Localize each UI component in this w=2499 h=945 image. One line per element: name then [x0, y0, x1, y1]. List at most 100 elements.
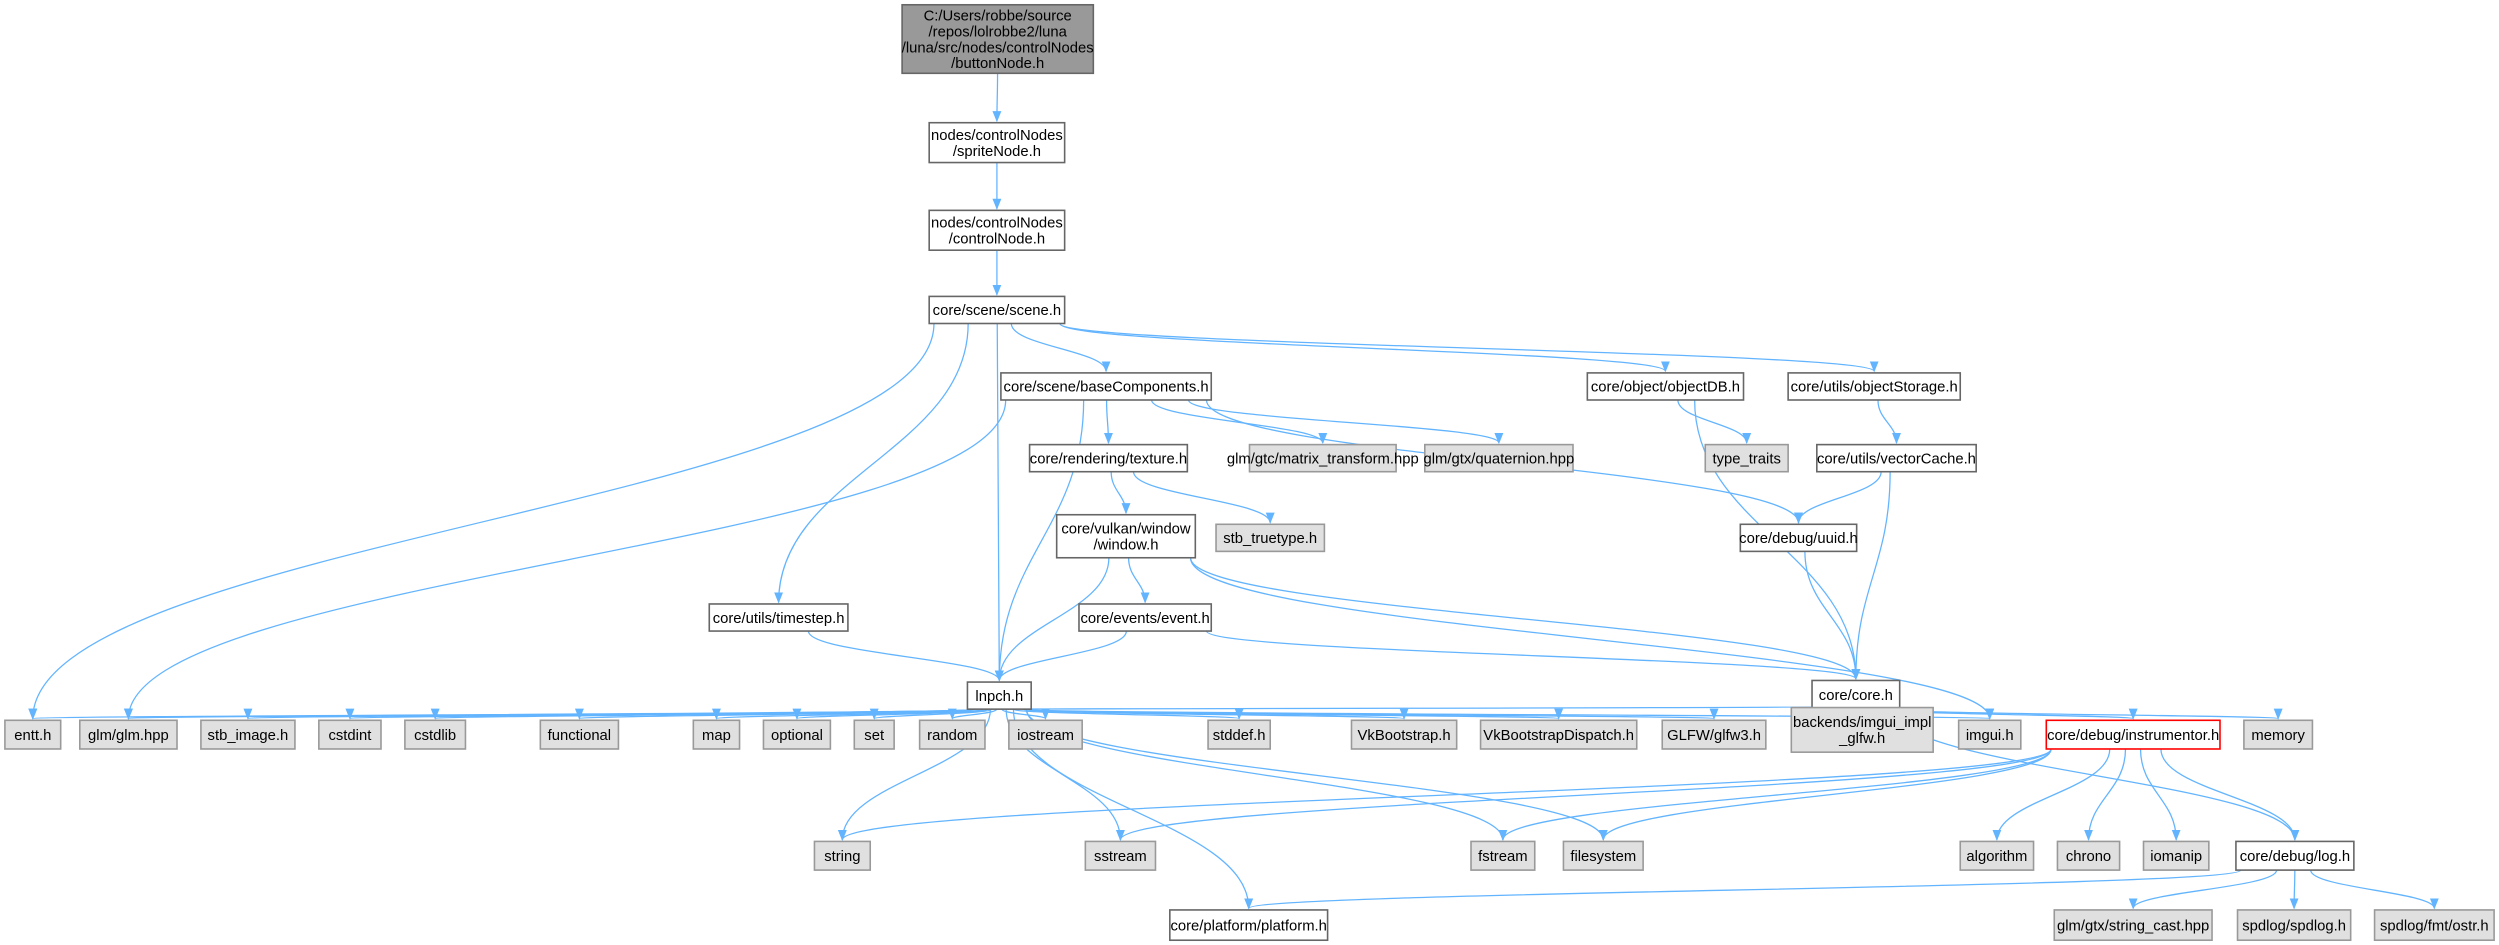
node-base[interactable]: core/scene/baseComponents.h — [1000, 372, 1213, 401]
node-platform[interactable]: core/platform/platform.h — [1169, 909, 1329, 942]
node-box — [1957, 719, 2022, 750]
edge-instr-to-filesystem — [1598, 748, 2052, 841]
node-label: glm/gtx/quaternion.hpp — [1424, 451, 1575, 467]
node-window[interactable]: core/vulkan/window/window.h — [1055, 513, 1197, 559]
node-label: glm/gtc/matrix_transform.hpp — [1227, 451, 1419, 467]
edge-lnpch-to-set — [870, 708, 993, 720]
node-box — [1207, 719, 1272, 750]
edge-instr-to-fstream — [1498, 748, 2052, 841]
node-box — [1959, 840, 2035, 871]
node-label: C:/Users/robbe/source — [924, 8, 1072, 24]
node-label: imgui.h — [1966, 728, 2014, 744]
edge-window-to-imgui — [1189, 557, 1995, 720]
node-box — [1078, 603, 1213, 632]
edge-vcache-to-core — [1851, 471, 1891, 680]
node-texture[interactable]: core/rendering/texture.h — [1028, 443, 1189, 473]
node-label: sstream — [1094, 849, 1147, 865]
node-cstdlib: cstdlib — [404, 719, 467, 750]
node-timestep[interactable]: core/utils/timestep.h — [708, 603, 849, 632]
node-root[interactable]: C:/Users/robbe/source/repos/lolrobbe2/lu… — [901, 3, 1095, 75]
node-sprite[interactable]: nodes/controlNodes/spriteNode.h — [928, 121, 1066, 164]
node-objdb[interactable]: core/object/objectDB.h — [1586, 372, 1745, 401]
edge-lnpch-to-random — [947, 708, 998, 720]
node-control[interactable]: nodes/controlNodes/controlNode.h — [928, 209, 1066, 251]
node-instr[interactable]: core/debug/instrumentor.h — [2045, 719, 2221, 750]
node-iostream: iostream — [1008, 719, 1083, 750]
node-label: fstream — [1478, 849, 1527, 865]
edge-texture-to-window — [1110, 471, 1131, 515]
edge-window-to-core — [1189, 557, 1861, 680]
node-box — [2236, 909, 2352, 942]
node-box — [2056, 840, 2121, 871]
node-log[interactable]: core/debug/log.h — [2235, 840, 2355, 871]
node-entt: entt.h — [4, 719, 62, 750]
node-box — [404, 719, 467, 750]
edge-lnpch-to-vkb — [1021, 708, 1408, 720]
node-box — [1787, 372, 1962, 401]
node-label: core/rendering/texture.h — [1030, 451, 1187, 467]
node-label: core/utils/vectorCache.h — [1817, 451, 1976, 467]
edge-instr-to-chrono — [2084, 748, 2127, 841]
node-box — [1562, 840, 1644, 871]
node-label: chrono — [2066, 849, 2111, 865]
node-lnpch[interactable]: lnpch.h — [966, 681, 1032, 710]
edge-root-to-sprite — [992, 73, 1002, 123]
edge-scene-to-lnpch — [994, 323, 1004, 682]
node-random: random — [918, 719, 986, 750]
node-label: /repos/lolrobbe2/luna — [929, 24, 1068, 40]
node-box — [1215, 523, 1326, 553]
node-label: memory — [2251, 728, 2305, 744]
node-box — [1008, 719, 1083, 750]
node-box — [928, 209, 1066, 251]
edge-log-to-strcast — [2128, 869, 2278, 910]
node-box — [2142, 840, 2210, 871]
node-label: glm/gtx/string_cast.hpp — [2057, 918, 2209, 934]
node-objstor[interactable]: core/utils/objectStorage.h — [1787, 372, 1962, 401]
node-stbi: stb_image.h — [200, 719, 296, 750]
edge-lnpch-to-optional — [793, 708, 989, 720]
node-imgui: imgui.h — [1957, 719, 2022, 750]
node-label: stb_image.h — [208, 728, 289, 744]
edge-objdb-to-tt — [1677, 399, 1752, 445]
node-label: GLFW/glfw3.h — [1667, 728, 1761, 744]
node-filesystem: filesystem — [1562, 840, 1644, 871]
node-label: nodes/controlNodes — [931, 128, 1063, 144]
node-label: core/debug/instrumentor.h — [2047, 728, 2219, 744]
edge-scene-to-entt — [28, 323, 935, 720]
edge-layer — [28, 73, 2439, 910]
node-box — [1055, 513, 1197, 559]
node-box — [1739, 523, 1858, 553]
node-label: /controlNode.h — [949, 232, 1045, 248]
node-iomanip: iomanip — [2142, 840, 2210, 871]
node-vcache[interactable]: core/utils/vectorCache.h — [1816, 443, 1977, 473]
node-box — [2243, 719, 2314, 750]
node-label: core/object/objectDB.h — [1591, 380, 1740, 396]
node-event[interactable]: core/events/event.h — [1078, 603, 1213, 632]
node-scene[interactable]: core/scene/scene.h — [928, 295, 1066, 325]
node-label: cstdlib — [414, 728, 456, 744]
edge-window-to-lnpch — [994, 557, 1110, 682]
node-box — [1816, 443, 1977, 473]
edge-log-to-platform — [1244, 869, 2242, 910]
node-label: /luna/src/nodes/controlNodes — [902, 40, 1094, 56]
node-spdlog: spdlog/spdlog.h — [2236, 909, 2352, 942]
node-tt: type_traits — [1704, 443, 1789, 473]
node-box — [1248, 443, 1397, 473]
node-box — [4, 719, 62, 750]
node-box — [318, 719, 382, 750]
node-box — [762, 719, 832, 750]
node-label: VkBootstrapDispatch.h — [1483, 728, 1634, 744]
edge-instr-to-algorithm — [1992, 748, 2111, 841]
node-core[interactable]: core/core.h — [1811, 679, 1901, 710]
node-label: glm/glm.hpp — [88, 728, 169, 744]
node-uuid[interactable]: core/debug/uuid.h — [1739, 523, 1858, 553]
edge-lnpch-to-map — [712, 708, 984, 720]
node-box — [539, 719, 620, 750]
node-label: core/scene/baseComponents.h — [1004, 380, 1209, 396]
node-glfw: GLFW/glfw3.h — [1661, 719, 1767, 750]
edge-lnpch-to-backends — [1025, 704, 1864, 717]
node-fstream: fstream — [1470, 840, 1536, 871]
node-label: /buttonNode.h — [951, 56, 1044, 72]
node-box — [1000, 372, 1213, 401]
node-memory: memory — [2243, 719, 2314, 750]
